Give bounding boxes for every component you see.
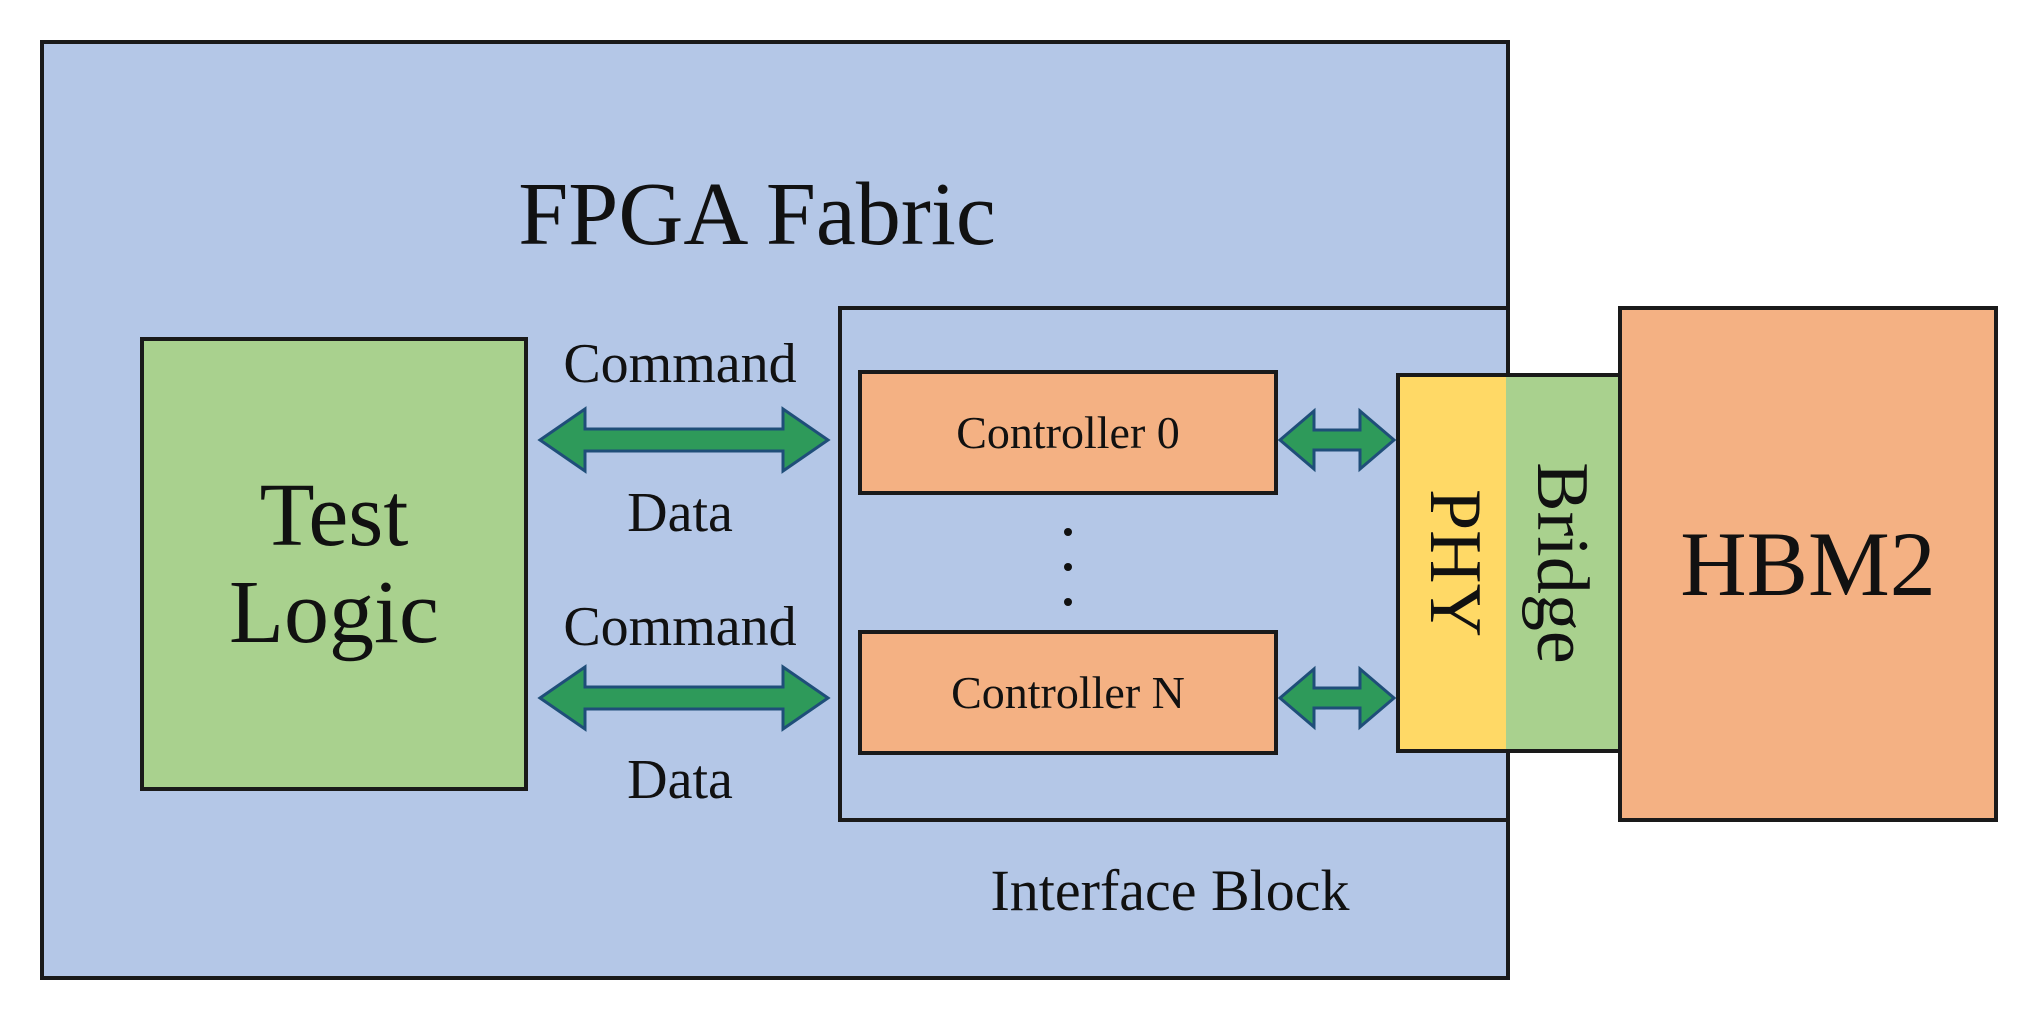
controller-n-label: Controller N bbox=[951, 667, 1185, 718]
hbm2-block: HBM2 bbox=[1618, 306, 1998, 822]
data-label-bottom: Data bbox=[627, 749, 733, 811]
command-label-bottom: Command bbox=[563, 596, 797, 658]
bridge-label: Bridge bbox=[1521, 462, 1603, 664]
test-logic-block: Test Logic bbox=[140, 337, 528, 791]
fpga-fabric-title: FPGA Fabric bbox=[518, 165, 996, 264]
hbm2-label: HBM2 bbox=[1680, 513, 1936, 615]
controller-0-label: Controller 0 bbox=[956, 407, 1180, 458]
phy-block: PHY bbox=[1396, 373, 1510, 753]
interface-block-label: Interface Block bbox=[990, 858, 1350, 923]
ellipsis-dots bbox=[1064, 528, 1072, 606]
controller-n-block: Controller N bbox=[858, 630, 1278, 755]
interface-block bbox=[838, 306, 1510, 822]
command-label-top: Command bbox=[563, 333, 797, 395]
controller-0-block: Controller 0 bbox=[858, 370, 1278, 495]
phy-label: PHY bbox=[1414, 488, 1496, 638]
test-logic-label-line1: Test bbox=[259, 465, 409, 565]
data-label-top: Data bbox=[627, 482, 733, 544]
test-logic-label-line2: Logic bbox=[229, 563, 439, 662]
bridge-block: Bridge bbox=[1506, 373, 1622, 753]
